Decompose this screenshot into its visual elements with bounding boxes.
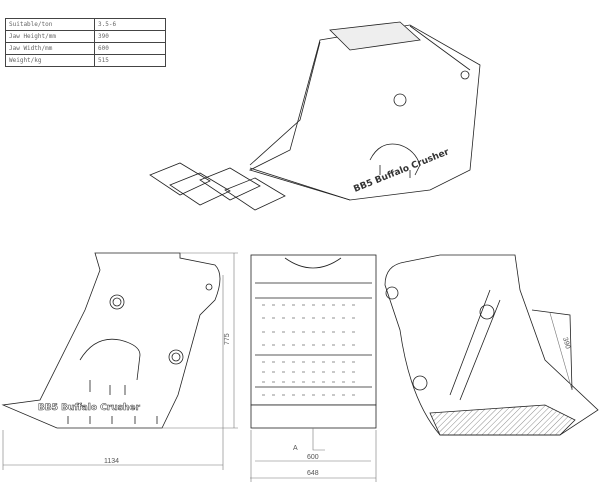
side-view: BB5 Buffalo Crusher <box>1 252 221 429</box>
dimension-lines <box>2 252 573 482</box>
front-view <box>250 254 377 429</box>
dim-648: 648 <box>307 470 319 477</box>
dim-1134: 1134 <box>104 458 119 465</box>
spec-value: 515 <box>94 54 166 67</box>
dim-600: 600 <box>307 454 319 461</box>
dim-775: 775 <box>224 333 231 345</box>
jaw-teeth <box>262 304 362 396</box>
section-mark: A <box>293 445 298 452</box>
isometric-view: BB5 Buffalo Crusher <box>149 21 481 211</box>
section-view <box>384 254 599 436</box>
brand-text-side: BB5 Buffalo Crusher <box>38 403 140 413</box>
spec-label: Weight/kg <box>5 54 95 67</box>
jaw-teeth-plates <box>149 162 286 211</box>
dim-390: 390 <box>561 337 571 350</box>
